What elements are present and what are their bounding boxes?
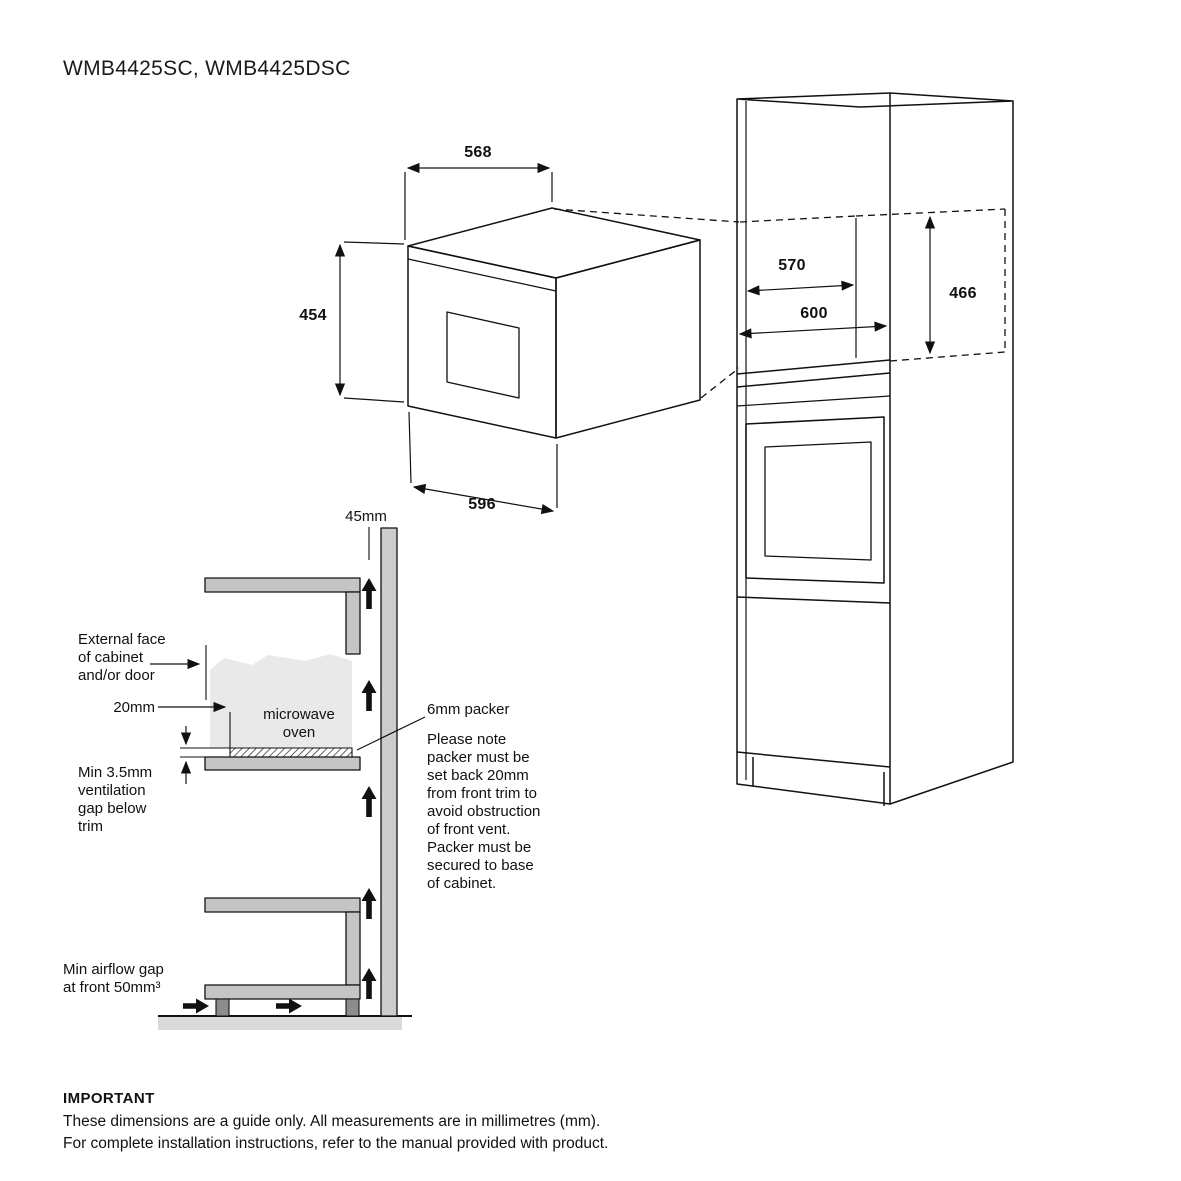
airflow-up-arrow-icon: [361, 680, 377, 711]
airflow-right-arrow-icon: [183, 998, 209, 1014]
airflow-up-arrows: [361, 578, 377, 999]
external-face-label: External face of cabinet and/or door: [78, 631, 166, 684]
microwave-isometric-drawing: [407, 207, 701, 439]
airflow-right-arrow-icon: [276, 998, 302, 1014]
oven-door-glass: [764, 441, 872, 561]
packer-section: [229, 747, 353, 758]
microwave-top-face: [407, 207, 701, 279]
cavity-depth-arrow: [746, 280, 855, 296]
airflow-right-arrows: [183, 998, 302, 1014]
footer-line2: For complete installation instructions, …: [63, 1135, 609, 1152]
airflow-gap-label: Min airflow gap at front 50mm³: [63, 961, 164, 996]
footer-line1: These dimensions are a guide only. All m…: [63, 1113, 601, 1130]
cross-section-drawing: [150, 527, 426, 1030]
floor-slab: [158, 1017, 402, 1030]
lower-panel: [204, 897, 361, 913]
oven-door: [745, 416, 885, 584]
packer-leader: [356, 716, 426, 751]
airflow-up-arrow-icon: [361, 888, 377, 919]
cavity-depth-dimension: 570: [778, 257, 806, 274]
microwave-height-dimension: 454: [299, 307, 327, 324]
microwave-door-window: [446, 311, 520, 399]
depth-dimension-arrow: [412, 483, 555, 515]
microwave-depth-dimension: 596: [468, 496, 496, 513]
wall-section: [380, 527, 398, 1017]
cabinet-foot: [345, 998, 360, 1017]
drawer-divider: [736, 596, 891, 604]
microwave-oven-label: microwave oven: [263, 706, 335, 741]
microwave-side-face: [555, 239, 701, 439]
cavity-width-arrow: [738, 321, 888, 339]
microwave-shelf: [204, 756, 361, 771]
cabinet-top-face: [736, 92, 1014, 108]
cabinet-side-face: [889, 101, 1014, 805]
top-panel: [204, 577, 361, 593]
bottom-panel: [204, 984, 361, 1000]
airflow-up-arrow-icon: [361, 968, 377, 999]
microwave-section-body: [210, 654, 352, 748]
top-panel-tab: [345, 591, 361, 655]
microwave-dimension-lines: [334, 162, 558, 515]
packer-note: Please note packer must be set back 20mm…: [427, 731, 541, 892]
cabinet-foot: [215, 998, 230, 1017]
cavity-width-dimension: 600: [800, 305, 828, 322]
section-leaders: [150, 658, 426, 784]
page-title: WMB4425SC, WMB4425DSC: [63, 57, 351, 80]
projection-dashed-lines: [553, 208, 1006, 399]
cabinet-front-face: [736, 93, 891, 805]
airflow-up-arrow-icon: [361, 786, 377, 817]
important-heading: IMPORTANT: [63, 1090, 155, 1107]
cabinet-isometric-drawing: [736, 92, 1014, 806]
airflow-up-arrow-icon: [361, 578, 377, 609]
microwave-width-dimension: 568: [464, 144, 492, 161]
setback-label: 20mm: [113, 699, 155, 716]
wall-gap-label: 45mm: [345, 508, 387, 525]
microwave-front-trim: [407, 258, 557, 292]
cavity-height-dimension: 466: [949, 285, 977, 302]
lower-panel-tab: [345, 911, 361, 986]
ventilation-gap-label: Min 3.5mm ventilation gap below trim: [78, 764, 153, 835]
cabinet-dimension-lines: [738, 215, 936, 355]
packer-label: 6mm packer: [427, 701, 510, 718]
